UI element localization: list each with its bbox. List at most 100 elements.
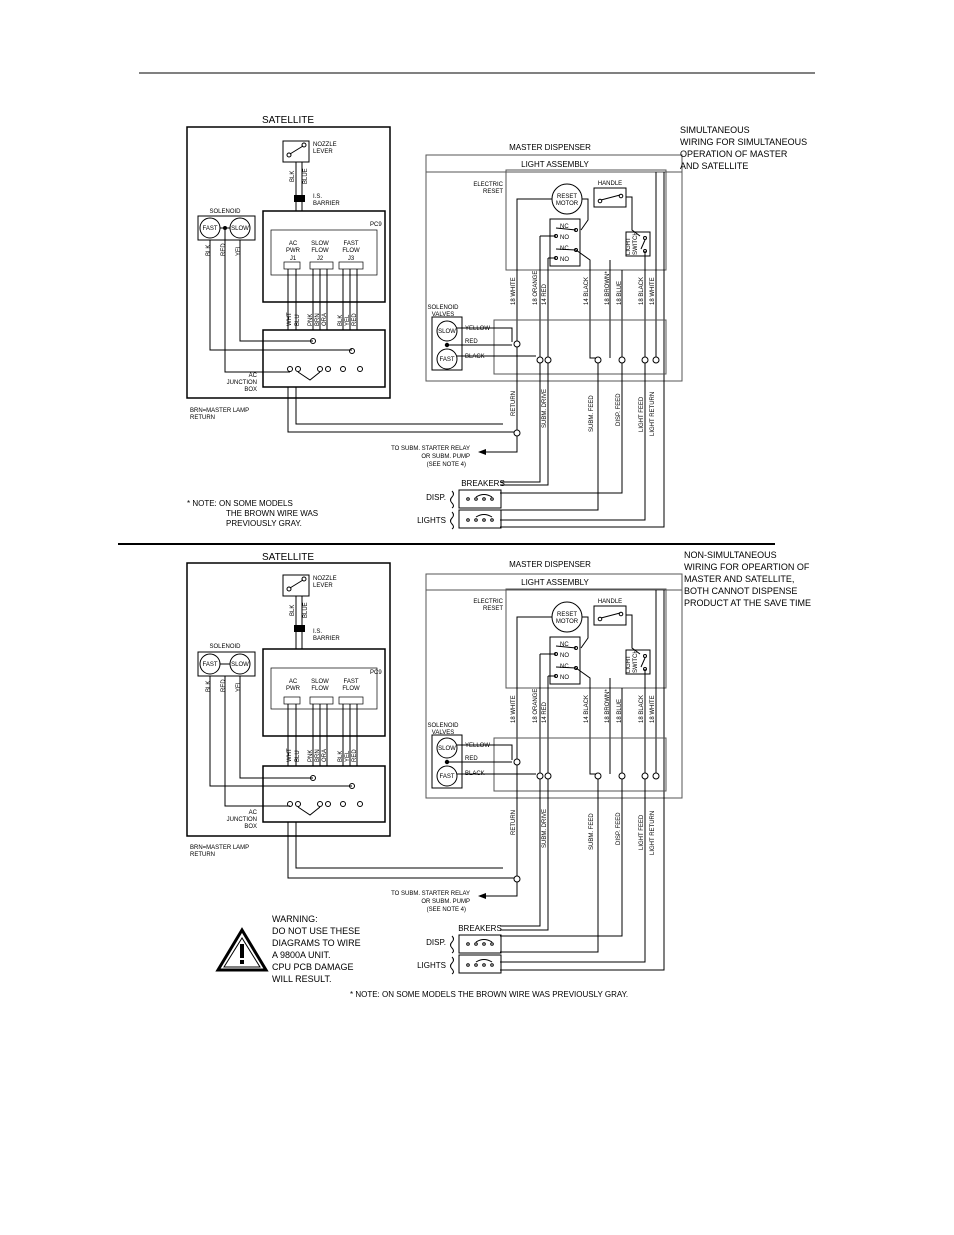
contact-no-1: NO — [560, 235, 569, 241]
mw-14-red: 14 RED — [542, 283, 548, 305]
nozzle-lever-label-2: LEVER — [313, 149, 333, 155]
handle-label: HANDLE — [598, 599, 622, 605]
ac-junction-label: AC — [249, 373, 258, 379]
breaker-disp-label: DISP. — [426, 938, 446, 947]
mw-14-black: 14 BLACK — [584, 277, 590, 305]
light-switch-label: LIGHT — [626, 655, 632, 673]
solenoid-box — [197, 651, 256, 677]
valve-wire-black: BLACK — [465, 354, 485, 360]
breaker-lights — [458, 509, 502, 529]
out-light-feed: LIGHT FEED — [639, 814, 645, 850]
pc9-fast-flow: FAST — [343, 241, 358, 247]
jb-wire-pnk: PNK — [308, 750, 314, 762]
side-note: NON-SIMULTANEOUS — [684, 550, 777, 560]
solenoid-label: SOLENOID — [209, 644, 241, 650]
valve-slow — [436, 737, 458, 759]
mw-18-white-2: 18 WHITE — [650, 695, 656, 723]
breaker-lights-label: LIGHTS — [417, 961, 446, 970]
reset-motor-label-2: MOTOR — [556, 201, 579, 207]
nozzle-lever-label: NOZZLE — [313, 142, 337, 148]
sol-wire-red: RED — [221, 679, 227, 692]
ac-junction-label-2: JUNCTION — [227, 817, 257, 823]
mw-18-brown: 18 BROWN* — [605, 271, 611, 305]
light-switch-label-2: SWITCH — [633, 649, 639, 673]
solenoid-valves-label-2: VALVES — [432, 730, 454, 736]
warning-text-3: DIAGRAMS TO WIRE — [272, 938, 361, 948]
solenoid-slow-label: SLOW — [231, 662, 249, 668]
is-barrier-label: I.S. — [313, 629, 322, 635]
solenoid-valves-label-2: VALVES — [432, 312, 454, 318]
pc9-ac-pwr-2: PWR — [286, 248, 301, 254]
is-barrier-label-2: BARRIER — [313, 636, 340, 642]
breakers-title: BREAKERS — [461, 479, 505, 488]
mw-18-black: 18 BLACK — [639, 277, 645, 305]
solenoid-box — [197, 215, 256, 241]
mw-14-red: 14 RED — [542, 701, 548, 723]
solenoid-valves-label: SOLENOID — [427, 723, 459, 729]
pc9-fast-flow-2: FLOW — [342, 686, 360, 692]
light-assembly-box — [505, 588, 667, 689]
starter-relay-note-2: OR SUBM. PUMP — [421, 899, 470, 905]
valve-wire-red: RED — [465, 756, 478, 762]
jb-wire-red: RED — [352, 313, 358, 326]
mw-18-blue: 18 BLUE — [617, 281, 623, 305]
solenoid-valves-box — [431, 316, 463, 371]
light-switch — [625, 649, 651, 675]
master-title: MASTER DISPENSER — [509, 560, 591, 569]
nozzle-lever-label: NOZZLE — [313, 576, 337, 582]
pc9-slow-flow-2: FLOW — [311, 686, 329, 692]
jack-j1: J1 — [290, 256, 297, 262]
mw-18-white: 18 WHITE — [511, 695, 517, 723]
light-switch — [625, 231, 651, 257]
contact-nc-1: NC — [560, 642, 569, 648]
valve-fast — [436, 348, 458, 370]
valve-fast — [436, 765, 458, 787]
is-barrier — [294, 195, 305, 202]
jb-wire-red: RED — [352, 749, 358, 762]
warning-triangle-icon — [215, 927, 269, 972]
pc9-connector-area — [270, 229, 378, 276]
out-light-feed: LIGHT FEED — [639, 396, 645, 432]
side-note: SIMULTANEOUS — [680, 125, 750, 135]
ac-junction-box — [262, 329, 386, 388]
valve-fast-label: FAST — [439, 774, 454, 780]
sol-wire-yel: YEL — [236, 244, 242, 256]
pc9-fast-flow: FAST — [343, 679, 358, 685]
jb-wire-blk: BLK — [338, 751, 344, 762]
contact-no-2: NO — [560, 675, 569, 681]
mw-18-orange: 18 ORANGE — [533, 689, 539, 723]
reset-motor-label: RESET — [557, 194, 577, 200]
mw-18-black: 18 BLACK — [639, 695, 645, 723]
side-note-5: PRODUCT AT THE SAVE TIME — [684, 598, 811, 608]
mw-14-black: 14 BLACK — [584, 695, 590, 723]
brn-note-2: RETURN — [190, 415, 215, 421]
breaker-lights-label: LIGHTS — [417, 516, 446, 525]
ac-junction-box — [262, 765, 386, 823]
mw-18-orange: 18 ORANGE — [533, 271, 539, 305]
solenoid-label: SOLENOID — [209, 209, 241, 215]
valve-wire-yellow: YELLOW — [465, 743, 490, 749]
warning-text-2: DO NOT USE THESE — [272, 926, 360, 936]
valve-slow — [436, 320, 458, 342]
out-return: RETURN — [511, 391, 517, 416]
pc9-slow-flow: SLOW — [311, 241, 329, 247]
footnote-3: PREVIOUSLY GRAY. — [226, 519, 302, 528]
master-dispenser-box — [425, 573, 683, 799]
contact-no-1: NO — [560, 653, 569, 659]
solenoid-fast-label: FAST — [202, 662, 217, 668]
jb-wire-wht: WHT — [287, 312, 293, 326]
satellite-title: SATELLITE — [262, 115, 314, 126]
mw-18-white-2: 18 WHITE — [650, 277, 656, 305]
solenoid-slow-label: SLOW — [231, 226, 249, 232]
breaker-disp — [458, 489, 502, 509]
sol-wire-yel: YEL — [236, 680, 242, 692]
ac-junction-label: AC — [249, 810, 258, 816]
is-barrier-label: I.S. — [313, 194, 322, 200]
jb-wire-ora: ORA — [322, 749, 328, 762]
nozzle-lever-label-2: LEVER — [313, 583, 333, 589]
reset-motor-label: RESET — [557, 612, 577, 618]
warning-text-4: A 9800A UNIT. — [272, 950, 331, 960]
jb-wire-blk: BLK — [338, 315, 344, 326]
warning-text: WARNING: — [272, 914, 318, 924]
